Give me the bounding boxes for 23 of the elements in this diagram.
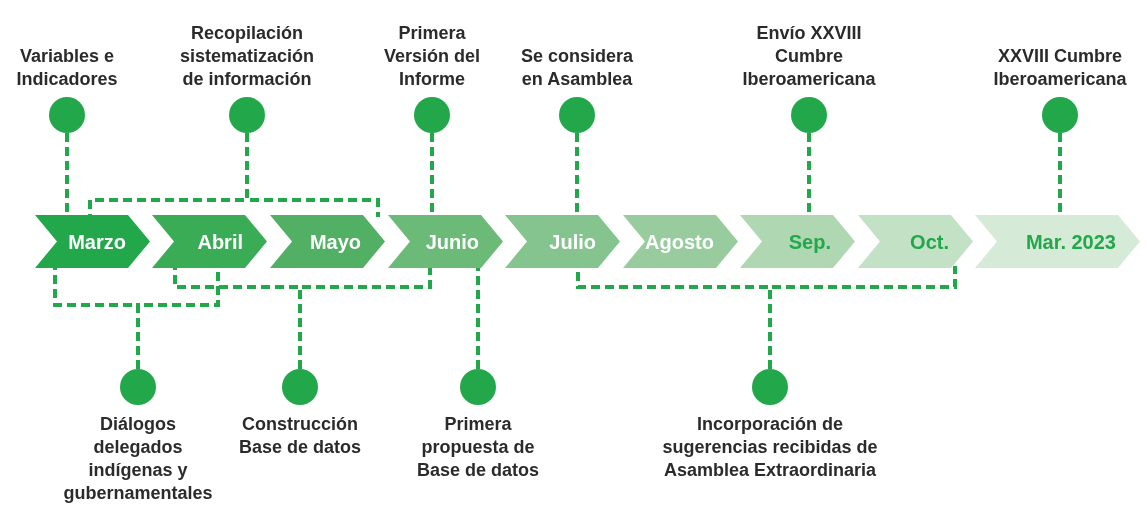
event-label: Se considera en Asamblea (519, 45, 635, 91)
month-banner: Agosto (623, 215, 738, 268)
month-banner: Mar. 2023 (975, 215, 1140, 268)
dashed-connector (768, 266, 957, 369)
dashed-connector (476, 266, 480, 369)
event-label: XXVIII Cumbre Iberoamericana (992, 45, 1128, 91)
event-label: Recopilación sistematización de información (178, 22, 316, 91)
month-banner: Sep. (740, 215, 855, 268)
event-label: Primera propuesta de Base de datos (415, 413, 540, 482)
month-banner: Oct. (858, 215, 973, 268)
event-label: Primera Versión del Informe (382, 22, 481, 91)
event-label: Construcción Base de datos (237, 413, 362, 459)
month-banner: Julio (505, 215, 620, 268)
event-label: Incorporación de sugerencias recibidas de Asamblea Extraordinaria (661, 413, 879, 482)
month-banner: Mayo (270, 215, 385, 268)
month-banner: Marzo (35, 215, 150, 268)
event-label: Variables e Indicadores (15, 45, 119, 91)
event-label: Envío XXVIII Cumbre Iberoamericana (741, 22, 877, 91)
event-label: Diálogos delegados indígenas y gubernamentales (62, 413, 214, 505)
month-banner: Abril (152, 215, 267, 268)
dashed-connector (298, 266, 432, 369)
dashed-connector (245, 133, 380, 217)
month-banner: Junio (388, 215, 503, 268)
